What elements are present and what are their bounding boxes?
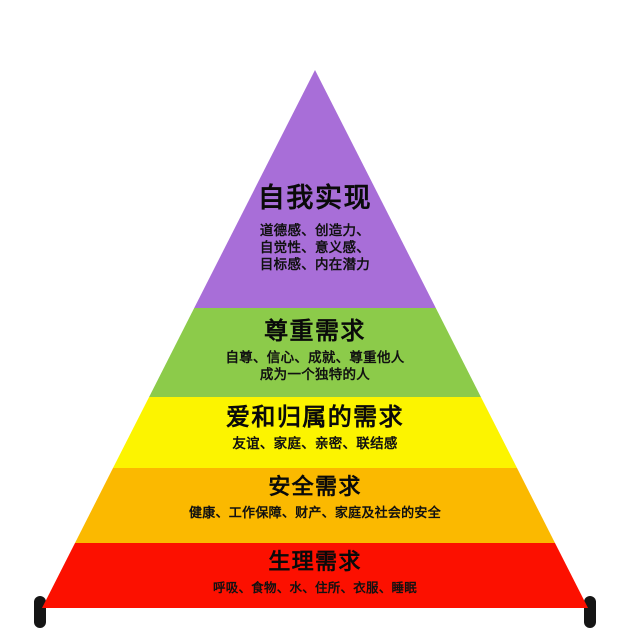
tier-desc-line: 健康、工作保障、财产、家庭及社会的安全 <box>189 506 441 521</box>
tier-band-esteem <box>149 308 481 397</box>
tier-desc-line: 成为一个独特的人 <box>259 367 371 383</box>
tier-title-love-belonging: 爱和归属的需求 <box>225 403 405 431</box>
tier-self-actualization: 自我实现 道德感、创造力、 自觉性、意义感、 目标感、内在潜力 <box>0 182 630 274</box>
tier-desc-line: 呼吸、食物、水、住所、衣服、睡眠 <box>212 580 417 595</box>
tier-esteem: 尊重需求 自尊、信心、成就、尊重他人 成为一个独特的人 <box>0 316 630 384</box>
tier-safety: 安全需求 健康、工作保障、财产、家庭及社会的安全 <box>0 474 630 522</box>
tier-title-esteem: 尊重需求 <box>264 317 366 345</box>
tier-desc-line: 自尊、信心、成就、尊重他人 <box>225 350 405 366</box>
tier-physiological: 生理需求 呼吸、食物、水、住所、衣服、睡眠 <box>0 549 630 596</box>
tier-desc-line: 道德感、创造力、 <box>259 223 371 239</box>
tier-love-belonging: 爱和归属的需求 友谊、家庭、亲密、联结感 <box>0 402 630 453</box>
tier-band-self-actualization <box>194 70 436 308</box>
tier-band-love-belonging <box>113 397 517 468</box>
tier-title-self-actualization: 自我实现 <box>257 183 373 214</box>
tier-desc-physiological: 呼吸、食物、水、住所、衣服、睡眠 <box>0 580 630 596</box>
tier-desc-line: 目标感、内在潜力 <box>259 257 371 273</box>
tier-desc-line: 友谊、家庭、亲密、联结感 <box>232 436 398 452</box>
pyramid-leg-right-icon <box>584 596 596 628</box>
tier-desc-line: 自觉性、意义感、 <box>259 240 371 256</box>
tier-band-physiological <box>42 543 588 608</box>
tier-desc-safety: 健康、工作保障、财产、家庭及社会的安全 <box>0 505 630 522</box>
tier-title-physiological: 生理需求 <box>268 550 362 575</box>
tier-desc-esteem: 自尊、信心、成就、尊重他人 成为一个独特的人 <box>0 350 630 384</box>
tier-title-safety: 安全需求 <box>268 475 362 500</box>
tier-desc-self-actualization: 道德感、创造力、 自觉性、意义感、 目标感、内在潜力 <box>0 223 630 274</box>
pyramid-leg-left-icon <box>34 596 46 628</box>
tier-desc-love-belonging: 友谊、家庭、亲密、联结感 <box>0 436 630 453</box>
tier-band-safety-shape <box>75 468 555 543</box>
